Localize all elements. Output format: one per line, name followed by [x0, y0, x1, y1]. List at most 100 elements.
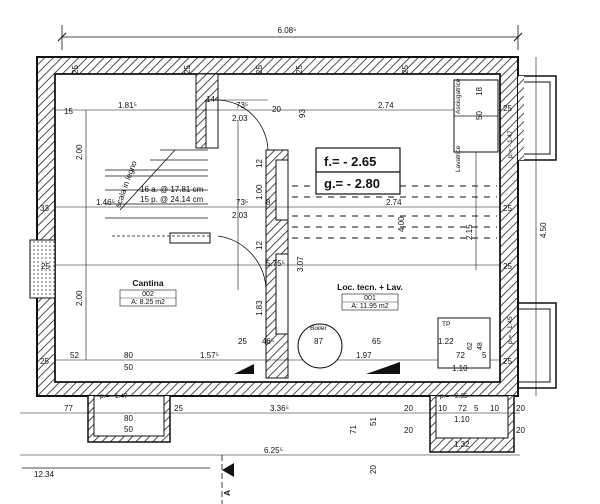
mid-8: 8 — [266, 198, 271, 207]
elev-ext-left: p.= - 1.47 — [100, 393, 128, 400]
bot-87: 87 — [314, 337, 323, 346]
upper-203: 2.03 — [232, 114, 248, 123]
room-loc-code: 001 — [364, 295, 376, 302]
overall-width-top: 6.08⁵ — [278, 26, 297, 35]
washer-label: Lavatrice — [455, 145, 462, 172]
mid-203: 2.03 — [232, 211, 248, 220]
elev-ext-right: p.= - 2.55 — [440, 393, 468, 400]
lw-50: 50 — [124, 425, 133, 434]
vertical-dims: 2.00 2.00 12 1.00 12 5.75⁵ 3.07 1.83 4.0… — [75, 87, 548, 474]
box-62: 62 — [467, 342, 474, 350]
v-12b: 12 — [255, 241, 264, 250]
v-71: 71 — [349, 425, 358, 434]
bot-25a: 25 — [40, 357, 49, 366]
v-183: 1.83 — [255, 300, 264, 316]
room-loc-name: Loc. tecn. + Lav. — [337, 282, 403, 292]
stair — [105, 149, 210, 237]
boiler: Boiler — [297, 323, 343, 369]
upper-15: 15 — [64, 107, 73, 116]
bot-25b: 25 — [238, 337, 247, 346]
cut-10a: 10 — [438, 404, 447, 413]
upper-14: 14 — [206, 95, 215, 104]
v-50: 50 — [475, 111, 484, 120]
v-100: 1.00 — [255, 184, 264, 200]
v-307: 3.07 — [296, 256, 305, 272]
dimension-lines — [20, 57, 537, 469]
bot-52: 52 — [70, 351, 79, 360]
boiler-label: Boiler — [310, 325, 327, 332]
elev-side-bottom: p.= - 1.45 — [507, 316, 514, 344]
bot-157: 1.57⁵ — [200, 351, 219, 360]
mid-33: 33 — [40, 204, 49, 213]
left-25a: 25 — [41, 262, 50, 271]
top-mark-3: 25 — [255, 65, 264, 74]
rw-132: 1.32 — [454, 440, 470, 449]
tp-label: TP — [442, 321, 450, 328]
room-cantina: Cantina 002 A: 8.25 m2 — [119, 278, 177, 307]
upper-93: 93 — [298, 109, 307, 118]
bottom-row-dims: 25 52 80 1.57⁵ 25 46⁵ 87 65 1.97 72 5 25… — [40, 337, 512, 373]
interior-walls — [169, 73, 289, 379]
rw-110: 1.10 — [454, 415, 470, 424]
top-mark-1: 25 — [71, 65, 80, 74]
upper-row-dims: 15 1.81⁵ 14 73⁵ 20 93 2.74 2.03 — [64, 95, 394, 123]
window-marks — [234, 362, 400, 374]
cut-20a: 20 — [404, 404, 413, 413]
room-loc-area: A: 11.95 m2 — [351, 303, 388, 310]
cut-5: 5 — [474, 404, 479, 413]
box-122: 1.22 — [438, 337, 454, 346]
room-cantina-area: A: 8.25 m2 — [131, 299, 165, 306]
upper-181: 1.81⁵ — [118, 101, 137, 110]
v-25a: 25 — [503, 104, 512, 113]
upper-73: 73⁵ — [236, 101, 248, 110]
v-400: 4.00 — [397, 216, 406, 232]
elev-side-top: p.= - 1.47 — [507, 130, 514, 158]
v-12a: 12 — [255, 159, 264, 168]
cut-25: 25 — [174, 404, 183, 413]
overall-width-bottom: 6.25⁵ — [264, 446, 283, 455]
stair-labels: scala in legno 16 a. @ 17.81 cm 15 p. @ … — [113, 159, 203, 209]
left-wall-marks: 25 25 — [41, 262, 512, 271]
stair-treads: 15 p. @ 24.14 cm — [140, 195, 204, 204]
cut-20b: 20 — [516, 404, 525, 413]
level-box: f.= - 2.65 g.= - 2.80 — [315, 147, 401, 195]
room-cantina-name: Cantina — [132, 278, 163, 288]
bot-197: 1.97 — [356, 351, 372, 360]
top-wall-marks: 25 25 25 25 25 — [71, 65, 410, 74]
room-cantina-code: 002 — [142, 291, 154, 298]
elevation-labels: p.= - 1.47 p.= - 2.55 p.= - 1.47 p.= - 1… — [100, 130, 514, 400]
mid-274: 2.74 — [386, 198, 402, 207]
rw-20b: 20 — [516, 426, 525, 435]
overall-height-right: 4.50 — [539, 222, 548, 238]
upper-274: 2.74 — [378, 101, 394, 110]
bottom-light-well-left — [87, 395, 171, 443]
mid-73: 73⁵ — [236, 198, 248, 207]
cut-336: 3.36⁵ — [270, 404, 289, 413]
mid-146: 1.46⁵ — [96, 198, 115, 207]
bot-5: 5 — [482, 351, 487, 360]
cut-10b: 10 — [490, 404, 499, 413]
stair-label: scala in legno — [113, 159, 138, 209]
v-18: 18 — [475, 87, 484, 96]
right-light-well-bottom — [518, 302, 557, 389]
washer-dryer: Asciugatrice Lavatrice — [453, 78, 499, 172]
lw-80: 80 — [124, 414, 133, 423]
v-left-a: 2.00 — [75, 144, 84, 160]
door-swings — [217, 99, 269, 291]
dryer-label: Asciugatrice — [455, 78, 462, 114]
upper-20: 20 — [272, 105, 281, 114]
dashed-overhead-stair — [292, 185, 497, 239]
bot-110: 1.10 — [452, 364, 468, 373]
v-215: 2.15 — [465, 224, 474, 240]
cut-77: 77 — [64, 404, 73, 413]
top-mark-2: 25 — [183, 65, 192, 74]
ground-level: g.= - 2.80 — [324, 176, 380, 191]
v-575: 5.75⁵ — [266, 259, 285, 268]
cut-72: 72 — [458, 404, 467, 413]
outer-left-bottom: 12.34 — [34, 470, 55, 479]
tp-panel: TP — [437, 317, 491, 369]
bottom-light-well-right — [429, 395, 515, 453]
top-mark-4: 25 — [295, 65, 304, 74]
left-wall-opening — [29, 239, 56, 299]
